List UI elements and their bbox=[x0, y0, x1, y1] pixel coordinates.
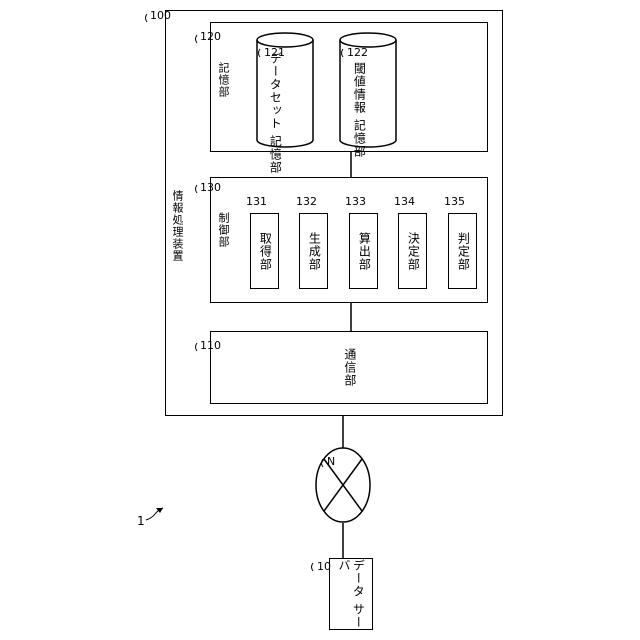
communication-unit: 通信部 bbox=[210, 331, 488, 404]
judgment-unit-ref: 135 bbox=[444, 196, 465, 207]
dataset-storage-text: データセット 記憶部 bbox=[268, 52, 282, 174]
calculation-unit-label: 算出部 bbox=[357, 232, 371, 271]
calculation-unit-ref: 133 bbox=[345, 196, 366, 207]
generation-unit: 生成部 bbox=[299, 213, 328, 289]
data-server-label: データ サーバ bbox=[337, 559, 366, 629]
ref-squiggle-100 bbox=[146, 14, 148, 22]
judgment-unit: 判定部 bbox=[448, 213, 477, 289]
judgment-unit-label: 判定部 bbox=[456, 232, 470, 271]
threshold-storage-text: 閾値情報 記憶部 bbox=[352, 62, 366, 158]
control-title: 制御部 bbox=[218, 212, 229, 248]
ref-squiggle-120 bbox=[196, 35, 198, 43]
generation-unit-label: 生成部 bbox=[307, 232, 321, 271]
dataset-storage-label: データセット 記憶部 bbox=[268, 52, 282, 174]
determination-unit-ref: 134 bbox=[394, 196, 415, 207]
communication-unit-label: 通信部 bbox=[342, 348, 356, 387]
ref-squiggle-130 bbox=[196, 185, 198, 193]
threshold-storage-label: 閾値情報 記憶部 bbox=[352, 62, 366, 158]
threshold-storage-ref: 122 bbox=[347, 47, 368, 58]
network-symbol bbox=[316, 448, 370, 522]
system-ref: 1 bbox=[137, 515, 145, 527]
determination-unit-label: 決定部 bbox=[406, 232, 420, 271]
acquisition-unit-ref: 131 bbox=[246, 196, 267, 207]
data-server: データ サーバ bbox=[329, 558, 373, 630]
ref-squiggle-10 bbox=[312, 563, 314, 571]
control-ref: 130 bbox=[200, 182, 221, 193]
acquisition-unit-label: 取得部 bbox=[258, 232, 272, 271]
data-server-ref: 10 bbox=[317, 561, 331, 572]
calculation-unit: 算出部 bbox=[349, 213, 378, 289]
ref-squiggle-110 bbox=[196, 343, 198, 351]
generation-unit-ref: 132 bbox=[296, 196, 317, 207]
determination-unit: 決定部 bbox=[398, 213, 427, 289]
acquisition-unit: 取得部 bbox=[250, 213, 279, 289]
network-ref: N bbox=[327, 456, 335, 467]
communication-ref: 110 bbox=[200, 340, 221, 351]
